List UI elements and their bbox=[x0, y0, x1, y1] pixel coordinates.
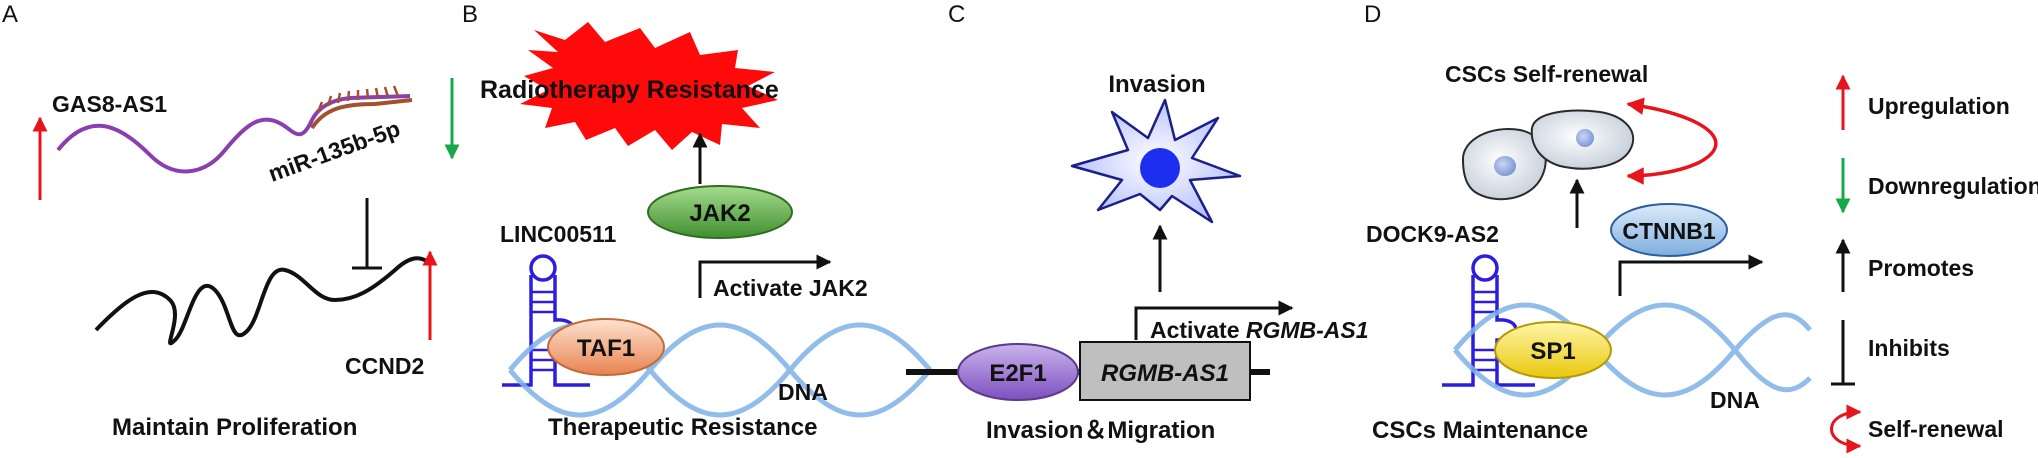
panel-d-letter: D bbox=[1364, 1, 1381, 28]
csc-self-renewal-label: CSCs Self-renewal bbox=[1445, 61, 1648, 87]
invasion-label: Invasion bbox=[1108, 71, 1205, 98]
panel-c-letter: C bbox=[948, 1, 965, 28]
gas8-as1-lncrna-strand bbox=[56, 94, 411, 174]
sp1-oval bbox=[1494, 321, 1612, 379]
e2f1-label: E2F1 bbox=[989, 360, 1046, 387]
dna-double-helix-d bbox=[1453, 302, 1812, 398]
panel-a-caption: Maintain Proliferation bbox=[112, 414, 357, 441]
dock9-as2-label: DOCK9-AS2 bbox=[1366, 221, 1499, 247]
panel-c-caption: Invasion＆Migration bbox=[986, 417, 1215, 444]
rgmb-as1-gene-label: RGMB-AS1 bbox=[1101, 360, 1229, 387]
taf1-oval bbox=[547, 318, 665, 376]
mirna-135b-5p-duplex bbox=[310, 85, 413, 130]
activate-jak2-label: Activate JAK2 bbox=[713, 275, 868, 301]
gas8-as1-label: GAS8-AS1 bbox=[52, 91, 167, 117]
rgmb-transcription-arrow-icon bbox=[1134, 300, 1294, 340]
panel-b-caption: Therapeutic Resistance bbox=[548, 414, 817, 441]
legend: Upregulation Downregulation Promotes Inh… bbox=[1830, 74, 2038, 454]
panel-a: A GAS8-AS1 miR-135b-5p bbox=[2, 1, 460, 441]
panel-b: B Radiotherapy Resistance JAK2 LINC00511 bbox=[462, 1, 932, 441]
legend-label-self-renewal: Self-renewal bbox=[1868, 416, 2004, 442]
legend-label-promotes: Promotes bbox=[1868, 255, 1974, 281]
ctnnb1-oval bbox=[1610, 203, 1728, 257]
legend-item-inhibits: Inhibits bbox=[1831, 320, 1950, 386]
panel-d: D CSCs Self-renewal DOCK9-AS2 CTNNB1 bbox=[1364, 1, 1812, 444]
taf1-label: TAF1 bbox=[577, 335, 635, 362]
linc00511-label: LINC00511 bbox=[500, 221, 617, 247]
panel-c: C Invasion Activate RGMB-AS1 E2F1 RGMB-A… bbox=[906, 1, 1369, 444]
e2f1-oval bbox=[957, 343, 1079, 401]
rgmb-as1-gene-box bbox=[1079, 341, 1251, 401]
self-renewal-loop-arrow-icon bbox=[1626, 97, 1718, 185]
dna-label-d: DNA bbox=[1710, 387, 1760, 413]
panel-d-caption: CSCs Maintenance bbox=[1372, 417, 1588, 444]
legend-label-downregulation: Downregulation bbox=[1868, 173, 2038, 199]
activate-rgmb-label: Activate RGMB-AS1 bbox=[1150, 317, 1369, 343]
radiotherapy-resistance-label: Radiotherapy Resistance bbox=[480, 76, 779, 104]
cell-nucleus-icon bbox=[1140, 148, 1180, 188]
inhibition-bar-icon bbox=[1831, 320, 1855, 386]
sp1-label: SP1 bbox=[1530, 338, 1575, 365]
ctnnb1-label: CTNNB1 bbox=[1622, 218, 1715, 244]
radiotherapy-resistance-burst bbox=[520, 22, 778, 150]
ctnnb1-transcription-arrow-icon bbox=[1618, 254, 1764, 296]
jak2-label: JAK2 bbox=[689, 200, 750, 227]
panel-b-letter: B bbox=[462, 1, 478, 28]
ccnd2-mrna-strand bbox=[94, 256, 430, 346]
legend-item-downregulation: Downregulation bbox=[1835, 158, 2038, 214]
legend-label-inhibits: Inhibits bbox=[1868, 335, 1950, 361]
dna-label-b: DNA bbox=[778, 379, 828, 405]
mirna-inhibits-ccnd2-icon bbox=[352, 198, 382, 270]
legend-item-self-renewal: Self-renewal bbox=[1830, 404, 2004, 454]
jak2-transcription-arrow-icon bbox=[698, 254, 832, 298]
legend-item-promotes: Promotes bbox=[1835, 238, 1974, 292]
curved-arrow-icon bbox=[1830, 404, 1862, 454]
legend-item-upregulation: Upregulation bbox=[1835, 74, 2010, 130]
legend-label-upregulation: Upregulation bbox=[1868, 93, 2010, 119]
ccnd2-label: CCND2 bbox=[345, 353, 424, 379]
panel-a-letter: A bbox=[2, 1, 18, 28]
jak2-oval bbox=[647, 185, 793, 239]
csc-cell-pair-icon bbox=[1461, 109, 1635, 201]
